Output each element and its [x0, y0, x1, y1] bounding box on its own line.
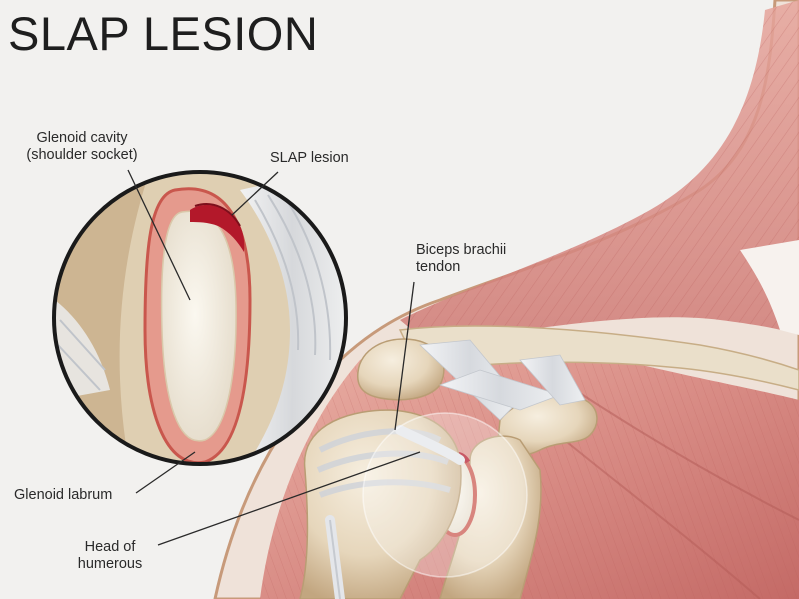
leader-biceps-tendon	[394, 281, 415, 431]
leader-lines	[127, 169, 421, 546]
slap-lesion-tear	[190, 204, 245, 252]
neck-tendon-highlight	[740, 240, 799, 335]
page-title: SLAP LESION	[8, 7, 319, 60]
label-head-of-humerus-line2: humerous	[77, 556, 143, 572]
label-biceps-tendon: Biceps brachii tendon	[416, 242, 506, 276]
leader-glenoid-cavity	[127, 169, 191, 301]
label-biceps-tendon-line1: Biceps brachii	[416, 242, 507, 258]
label-glenoid-cavity-line1: Glenoid cavity	[36, 130, 128, 146]
label-biceps-tendon-line2: tendon	[416, 259, 461, 275]
label-head-of-humerus-line1: Head of	[84, 539, 136, 555]
leader-head-of-humerus	[157, 451, 421, 546]
label-head-of-humerus: Head of humerous	[60, 539, 160, 573]
leader-slap-lesion	[231, 171, 279, 216]
leader-glenoid-labrum	[135, 451, 196, 494]
ligaments	[419, 339, 586, 421]
joint-highlight-circle	[362, 412, 528, 578]
humerus-head-fibers	[316, 428, 451, 498]
label-glenoid-cavity: Glenoid cavity (shoulder socket)	[2, 130, 162, 164]
label-glenoid-cavity-line2: (shoulder socket)	[26, 147, 138, 163]
label-glenoid-labrum: Glenoid labrum	[14, 487, 113, 503]
label-slap-lesion: SLAP lesion	[270, 150, 349, 166]
glenoid-cavity	[160, 210, 237, 442]
